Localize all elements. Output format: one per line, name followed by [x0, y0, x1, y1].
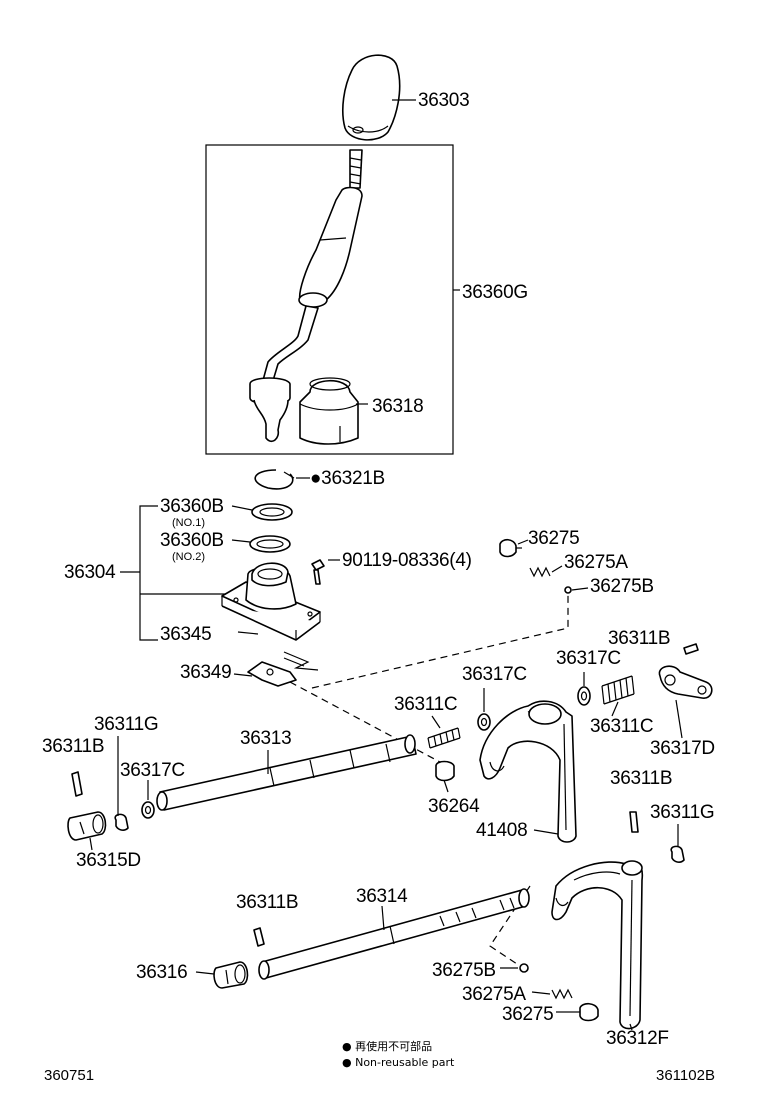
- label-36311B-left: 36311B: [42, 736, 104, 757]
- label-36311C-mid: 36311C: [394, 694, 457, 715]
- snap-ring-drawing: [254, 469, 295, 490]
- spring-low-drawing: [551, 988, 573, 1000]
- spring-right-drawing: [601, 675, 635, 705]
- label-36349: 36349: [180, 662, 231, 683]
- shift-head-36315D-drawing: [67, 811, 107, 841]
- label-36303: 36303: [418, 90, 469, 111]
- shift-fork-lower-drawing: [551, 860, 644, 1030]
- shift-shaft-36313-drawing: [156, 734, 417, 811]
- label-36317C-mid: 36317C: [462, 664, 527, 685]
- leader-36275-top: [517, 539, 529, 545]
- legend-english: ● Non-reusable part: [342, 1056, 455, 1069]
- leader-36264: [443, 779, 449, 793]
- label-36317C-left: 36317C: [120, 760, 185, 781]
- clip-left-drawing: [114, 813, 129, 831]
- footer-left-code: 360751: [44, 1067, 94, 1084]
- detent-drawing: [435, 760, 455, 782]
- label-36275A-top: 36275A: [564, 552, 628, 573]
- label-36317C-right: 36317C: [556, 648, 621, 669]
- leader-36349: [233, 673, 253, 677]
- label-36275B-top: 36275B: [590, 576, 654, 597]
- leader-36275A-top: [551, 565, 563, 573]
- pin-low-drawing: [253, 927, 265, 947]
- legend-japanese: ● 再使用不可部品: [342, 1039, 432, 1053]
- dashed-line-center: [289, 681, 441, 763]
- shift-fork-upper-drawing: [479, 700, 577, 843]
- label-36313: 36313: [240, 728, 291, 749]
- shift-head-36316-drawing: [213, 961, 249, 989]
- pin-left-drawing: [71, 771, 83, 797]
- label-36318: 36318: [372, 396, 423, 417]
- washer-left-drawing: [141, 801, 155, 819]
- lever-assembly-box: [205, 144, 454, 455]
- label-36275-low: 36275: [502, 1004, 553, 1025]
- dashed-line-upper: [311, 592, 569, 689]
- label-36316: 36316: [136, 962, 187, 983]
- label-36317D: 36317D: [650, 738, 715, 759]
- label-36360G: 36360G: [462, 282, 528, 303]
- seal-no1-drawing: [251, 503, 293, 521]
- retainer-housing-drawing: [221, 562, 321, 641]
- label-41408: 41408: [476, 820, 527, 841]
- label-36304: 36304: [64, 562, 116, 583]
- leader-36345: [237, 631, 259, 635]
- label-36360B-no1: 36360B: [160, 496, 224, 517]
- shift-shaft-36314-drawing: [258, 888, 530, 980]
- label-36264: 36264: [428, 796, 480, 817]
- shift-lever-drawing: [249, 149, 363, 443]
- leader-36275B-top: [571, 587, 589, 591]
- ball-top-drawing: [564, 586, 572, 594]
- leader-36314: [381, 905, 385, 931]
- label-36315D: 36315D: [76, 850, 141, 871]
- spring-top-drawing: [529, 566, 551, 578]
- label-36311B-low: 36311B: [236, 892, 298, 913]
- label-36311G-left: 36311G: [94, 714, 158, 735]
- washer-right-drawing: [577, 686, 591, 706]
- label-90119: 90119-08336(4): [342, 550, 472, 571]
- label-36275-top: 36275: [528, 528, 579, 549]
- label-36321B: ●36321B: [310, 468, 385, 489]
- label-36360B-no2: 36360B: [160, 530, 224, 551]
- label-36360B-no1-sub: (NO.1): [172, 517, 205, 529]
- footer-right-code: 361102B: [656, 1067, 715, 1084]
- label-36311G-low-right: 36311G: [650, 802, 714, 823]
- leader-36316: [195, 971, 215, 975]
- leader-36312F: [629, 1023, 633, 1031]
- leader-36315D: [89, 837, 93, 851]
- leader-36317D: [675, 699, 683, 739]
- label-36314: 36314: [356, 886, 408, 907]
- label-36360B-no2-sub: (NO.2): [172, 551, 205, 563]
- label-36275B-low: 36275B: [432, 960, 496, 981]
- pin-low-right-drawing: [629, 811, 639, 833]
- pin-top-right-drawing: [683, 643, 699, 655]
- clip-low-right-drawing: [670, 845, 685, 863]
- label-36312F: 36312F: [606, 1028, 669, 1049]
- seal-no2-drawing: [249, 535, 291, 553]
- leaders-36360B: [231, 505, 253, 543]
- ball-low-drawing: [519, 963, 529, 973]
- label-36345: 36345: [160, 624, 211, 645]
- label-36311B-right: 36311B: [608, 628, 670, 649]
- plug-low-drawing: [572, 1002, 599, 1022]
- plate-spring-drawing: [247, 651, 319, 687]
- washer-mid-drawing: [477, 713, 491, 731]
- label-36275A-low: 36275A: [462, 984, 526, 1005]
- interlock-block-drawing: [658, 665, 713, 699]
- bolt-drawing: [311, 559, 325, 585]
- bracket-36304: [120, 505, 226, 641]
- label-36311C-right: 36311C: [590, 716, 653, 737]
- spring-mid-drawing: [427, 727, 461, 749]
- leader-36311C-right: [611, 701, 619, 717]
- label-36311B-low-right: 36311B: [610, 768, 672, 789]
- leader-36311C-mid: [431, 715, 441, 729]
- plug-top-drawing: [499, 538, 522, 558]
- leader-41408: [533, 829, 559, 835]
- shift-knob-drawing: [342, 54, 401, 141]
- boot-drawing: [299, 377, 359, 445]
- leader-36275A-low: [531, 991, 551, 995]
